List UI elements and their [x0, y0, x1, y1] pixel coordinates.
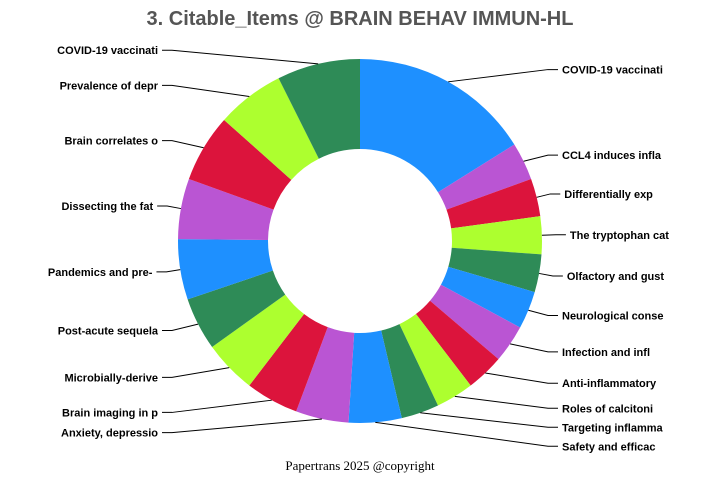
- slice-label-1: COVID-19 vaccinati: [562, 65, 663, 77]
- slice-16-pandemics-and-pre: [178, 239, 273, 300]
- slice-label-19: Prevalence of depr: [60, 80, 159, 92]
- leader-line-6: [528, 309, 558, 317]
- slice-4-the-tryptophan-cat: [451, 216, 542, 255]
- leader-line-14: [162, 367, 230, 378]
- slice-label-8: Anti-inflammatory: [562, 378, 657, 390]
- slice-label-18: Brain correlates o: [64, 136, 158, 148]
- slice-label-3: Differentially exp: [564, 189, 653, 201]
- slice-label-5: Olfactory and gust: [567, 271, 665, 283]
- leader-line-1: [448, 69, 558, 83]
- leader-line-10: [420, 412, 558, 428]
- leader-line-19: [162, 84, 250, 98]
- slice-7-infection-and-infl: [429, 284, 521, 360]
- slice-label-2: CCL4 induces infla: [562, 150, 662, 162]
- slice-13-brain-imaging-in-p: [249, 314, 328, 412]
- leader-line-5: [538, 272, 563, 277]
- leader-line-8: [485, 372, 558, 384]
- slice-label-6: Neurological conse: [562, 311, 663, 323]
- slice-19-prevalence-of-depr: [224, 78, 319, 180]
- leader-line-16: [156, 269, 181, 273]
- leader-line-15: [162, 323, 199, 332]
- leader-line-13: [162, 399, 272, 413]
- leader-line-17: [157, 205, 182, 210]
- leader-line-18: [162, 140, 204, 149]
- slice-label-7: Infection and infl: [562, 347, 650, 359]
- donut-slices: [178, 59, 542, 423]
- slice-1-covid-19-vaccinati: [360, 59, 515, 193]
- leader-line-12: [162, 418, 322, 434]
- leader-lines: [156, 49, 566, 447]
- slice-18-brain-correlates-o: [188, 119, 292, 210]
- slice-5-olfactory-and-gust: [448, 247, 542, 293]
- slice-label-20: COVID-19 vaccinati: [57, 45, 158, 57]
- slice-6-neurological-conse: [440, 266, 535, 328]
- copyright-footer: Papertrans 2025 @copyright: [285, 458, 435, 473]
- leader-line-2: [523, 154, 558, 162]
- slice-label-4: The tryptophan cat: [570, 230, 669, 242]
- slice-10-targeting-inflamma: [381, 324, 438, 419]
- slice-15-post-acute-sequela: [187, 270, 286, 348]
- slice-label-11: Safety and efficac: [562, 441, 656, 453]
- slice-8-anti-inflammatory: [415, 300, 499, 386]
- leader-line-7: [510, 343, 558, 353]
- leader-line-20: [162, 49, 319, 65]
- leader-line-11: [375, 421, 558, 447]
- slice-label-9: Roles of calcitoni: [562, 403, 653, 415]
- slice-12-anxiety-depressio: [296, 327, 355, 423]
- slice-3-differentially-exp: [446, 178, 541, 229]
- slice-2-ccl4-induces-infla: [438, 144, 532, 210]
- slice-label-13: Brain imaging in p: [62, 407, 158, 419]
- slice-17-dissecting-the-fat: [178, 178, 274, 241]
- slice-14-microbially-derive: [212, 294, 305, 386]
- slice-20-covid-19-vaccinati: [278, 59, 360, 159]
- slice-label-15: Post-acute sequela: [58, 326, 159, 338]
- slice-label-14: Microbially-derive: [64, 372, 158, 384]
- chart-title: 3. Citable_Items @ BRAIN BEHAV IMMUN-HL: [147, 8, 574, 30]
- slice-label-16: Pandemics and pre-: [48, 267, 153, 279]
- slice-label-10: Targeting inflamma: [562, 422, 664, 434]
- slice-11-safety-and-efficac: [348, 330, 402, 423]
- slice-9-roles-of-calcitoni: [399, 314, 471, 406]
- slice-label-17: Dissecting the fat: [61, 201, 153, 213]
- leader-line-3: [536, 193, 561, 198]
- leader-line-9: [454, 395, 558, 409]
- slice-label-12: Anxiety, depressio: [61, 428, 158, 440]
